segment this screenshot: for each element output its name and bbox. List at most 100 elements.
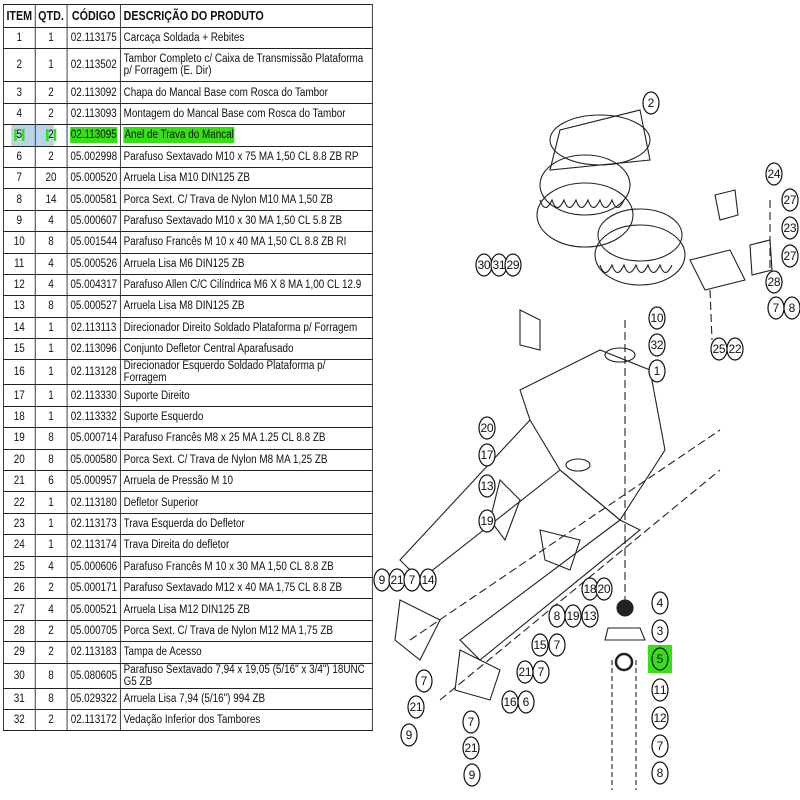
qty-cell-text: 8 bbox=[48, 669, 54, 682]
description-cell: Arruela Lisa M6 DIN125 ZB bbox=[120, 252, 373, 275]
code-cell: 05.029322 bbox=[66, 687, 122, 710]
code-cell: 02.113330 bbox=[66, 384, 122, 407]
callout-label: 8 bbox=[789, 301, 796, 315]
item-cell-text: 32 bbox=[13, 714, 25, 727]
code-cell-text: 02.113330 bbox=[70, 389, 117, 402]
item-cell: 30 bbox=[3, 662, 36, 689]
description-cell: Parafuso Francês M 10 x 40 MA 1,50 CL 8.… bbox=[120, 231, 373, 254]
callout-19: 19 bbox=[564, 604, 582, 628]
callout-label: 25 bbox=[713, 342, 726, 356]
code-cell-text: 02.113095 bbox=[69, 127, 118, 144]
code-cell-text: 02.113183 bbox=[70, 646, 117, 659]
item-cell: 24 bbox=[3, 534, 36, 557]
callout-11: 11 bbox=[651, 678, 669, 702]
item-cell-text: 5 bbox=[13, 129, 25, 142]
callout-7: 7 bbox=[532, 660, 550, 684]
code-cell: 02.113183 bbox=[66, 641, 122, 664]
item-cell: 14 bbox=[3, 316, 36, 340]
callout-label: 9 bbox=[406, 728, 413, 742]
description-cell: Porca Sext. C/ Trava de Nylon M12 MA 1,7… bbox=[120, 619, 373, 643]
qty-cell-text: 4 bbox=[48, 560, 54, 573]
description-cell-text: Parafuso Sextavado 7,94 x 19,05 (5/16" x… bbox=[123, 663, 365, 688]
description-cell-text: Porca Sext. C/ Trava de Nylon M8 MA 1,25… bbox=[123, 453, 328, 466]
callout-9: 9 bbox=[463, 763, 481, 787]
qty-cell: 2 bbox=[34, 576, 68, 600]
description-cell: Parafuso Francês M 10 x 30 MA 1,50 CL 8.… bbox=[120, 555, 373, 578]
qty-cell: 1 bbox=[34, 26, 68, 50]
code-cell: 02.113174 bbox=[66, 534, 122, 557]
qty-cell-text: 14 bbox=[45, 193, 57, 206]
description-cell-text: Parafuso Sextavado M10 x 75 MA 1,50 CL 8… bbox=[123, 150, 359, 163]
callout-15: 15 bbox=[531, 633, 549, 657]
description-cell-text: Trava Esquerda do Defletor bbox=[123, 518, 245, 530]
item-cell-text: 20 bbox=[13, 453, 25, 466]
item-cell-text: 21 bbox=[13, 475, 25, 488]
code-cell-text: 05.029322 bbox=[70, 692, 118, 705]
qty-cell-text: 1 bbox=[48, 389, 54, 402]
item-cell: 12 bbox=[3, 273, 36, 297]
item-cell: 8 bbox=[3, 188, 36, 211]
item-cell: 25 bbox=[3, 555, 36, 578]
callout-3: 3 bbox=[651, 619, 669, 643]
table-row: 30 8 05.080605 Parafuso Sextavado 7,94 x 19… bbox=[3, 662, 373, 689]
item-cell-text: 22 bbox=[13, 496, 25, 509]
callout-label: 15 bbox=[534, 638, 547, 652]
code-cell-text: 05.080605 bbox=[70, 669, 118, 682]
callout-label: 5 bbox=[657, 652, 664, 666]
callout-32: 32 bbox=[648, 333, 666, 357]
description-cell-text: Direcionador Direito Soldado Plataforma … bbox=[123, 321, 358, 334]
item-cell: 27 bbox=[3, 598, 36, 621]
callout-label: 13 bbox=[481, 479, 494, 493]
item-cell: 28 bbox=[3, 619, 36, 643]
callout-7: 7 bbox=[548, 633, 566, 657]
callout-label: 4 bbox=[657, 596, 664, 610]
callout-label: 9 bbox=[379, 573, 386, 587]
qty-cell-text: 4 bbox=[48, 603, 54, 616]
item-cell: 11 bbox=[3, 252, 36, 275]
description-cell-text: Chapa do Mancal Base com Rosca do Tambor bbox=[123, 86, 328, 99]
description-cell-text: Arruela Lisa M12 DIN125 ZB bbox=[123, 603, 251, 616]
code-cell-text: 05.000527 bbox=[70, 300, 118, 313]
description-cell: Suporte Direito bbox=[120, 384, 373, 407]
qty-cell-text: 2 bbox=[48, 107, 54, 120]
qty-cell: 2 bbox=[34, 619, 68, 643]
code-cell-text: 02.113113 bbox=[71, 321, 117, 334]
callout-label: 7 bbox=[554, 638, 561, 652]
deflector-bracket bbox=[689, 189, 773, 291]
callout-9: 9 bbox=[373, 568, 391, 592]
callout-21: 21 bbox=[516, 660, 534, 684]
item-cell: 21 bbox=[3, 470, 36, 493]
item-cell: 6 bbox=[3, 145, 36, 168]
callout-30: 30 bbox=[475, 253, 493, 277]
description-cell-text: Arruela de Pressão M 10 bbox=[123, 475, 233, 488]
description-cell: Tambor Completo c/ Caixa de Transmissão … bbox=[120, 48, 373, 83]
qty-cell-text: 8 bbox=[48, 432, 54, 445]
qty-cell-text: 1 bbox=[48, 496, 54, 509]
item-cell-text: 14 bbox=[13, 321, 25, 334]
description-cell: Suporte Esquerdo bbox=[120, 405, 373, 429]
qty-cell: 4 bbox=[34, 209, 68, 233]
description-cell: Trava Direita do defletor bbox=[120, 534, 373, 557]
code-cell: 02.113173 bbox=[66, 512, 122, 536]
callout-label: 22 bbox=[729, 342, 742, 356]
code-cell-text: 05.000520 bbox=[70, 172, 118, 185]
callout-7: 7 bbox=[651, 734, 669, 758]
item-cell: 15 bbox=[3, 338, 36, 361]
code-cell-text: 05.000607 bbox=[70, 214, 118, 227]
code-cell: 05.002998 bbox=[66, 145, 122, 168]
description-cell-text: Defletor Superior bbox=[123, 496, 199, 509]
callout-13: 13 bbox=[478, 474, 496, 498]
qty-cell-text: 2 bbox=[48, 582, 54, 595]
item-cell: 23 bbox=[3, 512, 36, 536]
qty-cell: 1 bbox=[34, 491, 68, 514]
callout-10: 10 bbox=[648, 306, 666, 330]
description-cell-text: Carcaça Soldada + Rebites bbox=[123, 32, 245, 45]
item-cell-text: 3 bbox=[16, 86, 23, 99]
description-cell: Arruela Lisa M10 DIN125 ZB bbox=[120, 166, 373, 190]
callout-label: 3 bbox=[657, 624, 664, 638]
item-cell: 29 bbox=[3, 641, 36, 664]
